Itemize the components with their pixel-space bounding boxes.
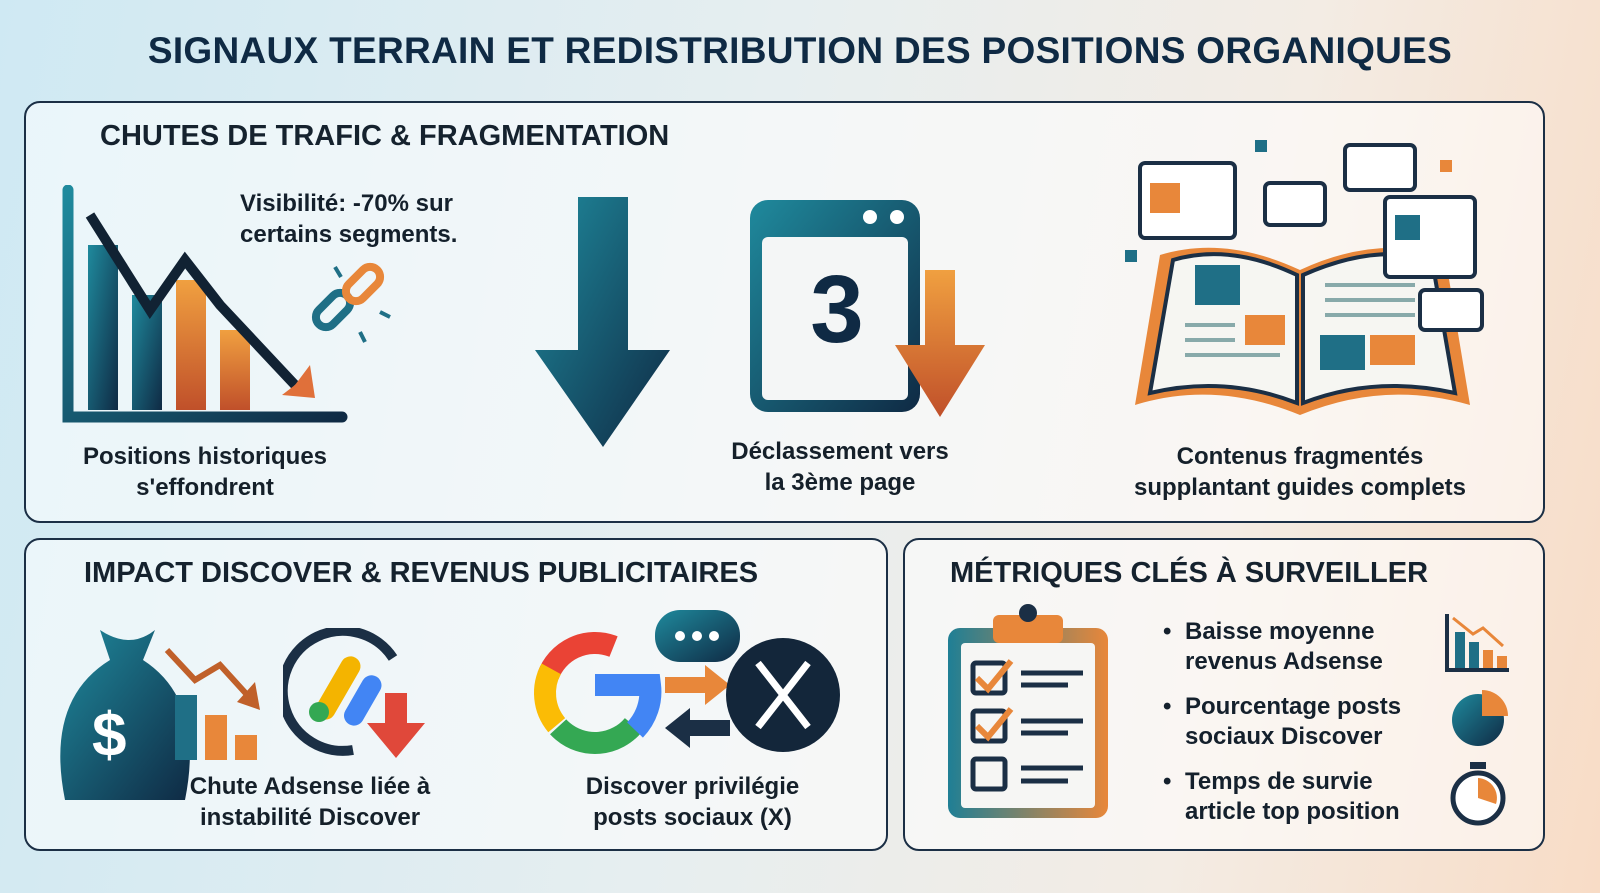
caption-adsense-1: Chute Adsense liée à bbox=[189, 773, 431, 800]
calendar-page-icon bbox=[750, 200, 985, 417]
caption-positions-1: Positions historiques bbox=[82, 443, 328, 470]
caption-adsense-2: instabilité Discover bbox=[199, 804, 421, 831]
caption-page-2: la 3ème page bbox=[764, 469, 916, 496]
metrics-heading: MÉTRIQUES CLÉS À SURVEILLER bbox=[950, 557, 1429, 589]
pie-chart-icon bbox=[1452, 690, 1508, 746]
traffic-heading: CHUTES DE TRAFIC & FRAGMENTATION bbox=[100, 120, 670, 152]
bar-chart-down-icon bbox=[1445, 614, 1509, 672]
caption-page-1: Déclassement vers bbox=[731, 438, 949, 465]
adsense-down-icon bbox=[283, 628, 425, 758]
down-arrow-icon bbox=[535, 197, 670, 447]
page-title: SIGNAUX TERRAIN ET REDISTRIBUTION DES PO… bbox=[147, 30, 1453, 71]
stopwatch-icon bbox=[1450, 762, 1506, 826]
caption-positions-2: s'effondrent bbox=[136, 474, 274, 501]
metric-1-line-1: Baisse moyenne bbox=[1185, 618, 1375, 645]
metric-2-line-1: Pourcentage posts bbox=[1185, 693, 1402, 720]
falling-chart-icon bbox=[62, 185, 348, 423]
bullet-icon: • bbox=[1163, 768, 1172, 795]
caption-content-1: Contenus fragmentés bbox=[1176, 443, 1424, 470]
metric-1-line-2: revenus Adsense bbox=[1185, 648, 1383, 675]
money-bag-icon bbox=[60, 630, 260, 800]
visibility-line-1: Visibilité: -70% sur bbox=[240, 190, 453, 217]
bullet-icon: • bbox=[1163, 618, 1172, 645]
fragmented-book-icon bbox=[1125, 140, 1484, 415]
bullet-icon: • bbox=[1163, 693, 1172, 720]
checklist-clipboard-icon bbox=[948, 604, 1108, 818]
broken-link-icon bbox=[311, 262, 391, 343]
caption-content-2: supplantant guides complets bbox=[1133, 474, 1467, 501]
metric-3-line-1: Temps de survie bbox=[1185, 768, 1373, 795]
metric-2-line-2: sociaux Discover bbox=[1185, 723, 1383, 750]
page-number: 3 bbox=[810, 256, 864, 363]
metric-3-line-2: article top position bbox=[1185, 798, 1400, 825]
dollar-sign: $ bbox=[92, 701, 127, 770]
discover-heading: IMPACT DISCOVER & REVENUS PUBLICITAIRES bbox=[84, 557, 759, 589]
visibility-line-2: certains segments. bbox=[240, 221, 458, 248]
caption-social-1: Discover privilégie bbox=[585, 773, 800, 800]
caption-social-2: posts sociaux (X) bbox=[593, 804, 792, 831]
google-to-x-icon bbox=[534, 610, 840, 754]
